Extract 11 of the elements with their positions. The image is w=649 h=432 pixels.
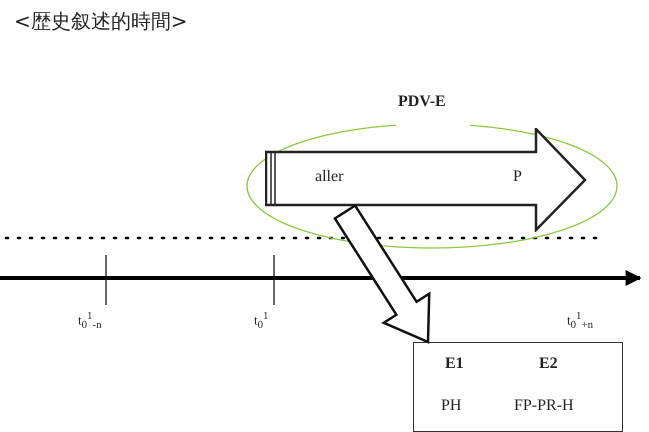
column-heading: E1 xyxy=(445,355,464,373)
arrow-label: P xyxy=(513,168,522,186)
arrow-label: aller xyxy=(315,168,344,186)
table-box xyxy=(413,342,623,432)
column-heading: E2 xyxy=(539,355,558,373)
title: <歴史叙述的時間> xyxy=(14,8,188,35)
block-arrow xyxy=(265,128,587,232)
heading: PDV-E xyxy=(398,93,446,111)
table-cell: FP-PR-H xyxy=(514,397,574,415)
block-arrow-connector xyxy=(333,204,431,344)
table-cell: PH xyxy=(441,397,462,415)
